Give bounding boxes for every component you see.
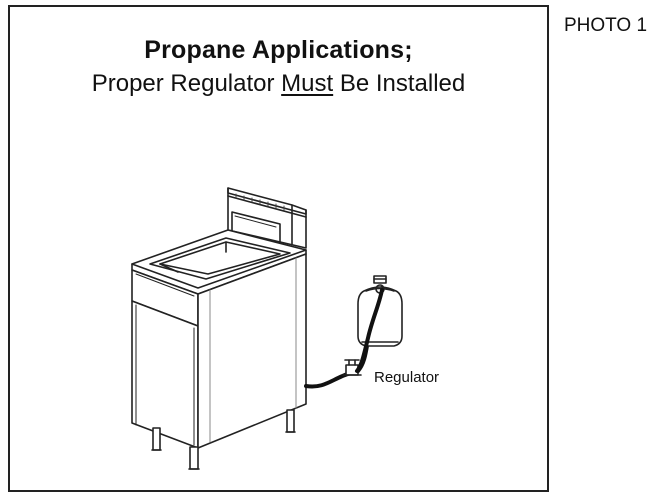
figure-title: Propane Applications;: [144, 36, 413, 64]
gas-hose-tank-segment: [355, 288, 384, 373]
regulator-callout: Regulator: [374, 369, 440, 386]
propane-tank-icon: [357, 275, 403, 347]
subtitle-text-after: Be Installed: [333, 70, 466, 97]
subtitle-text-before: Proper Regulator: [91, 70, 282, 97]
figure-frame: [8, 5, 549, 492]
figure-subtitle: Proper Regulator Must Be Installed: [8, 70, 549, 98]
photo-label: PHOTO 1: [564, 15, 648, 36]
regulator-icon: [342, 359, 362, 376]
fryer-icon: [131, 187, 307, 470]
subtitle-emphasis: Must: [281, 70, 334, 97]
